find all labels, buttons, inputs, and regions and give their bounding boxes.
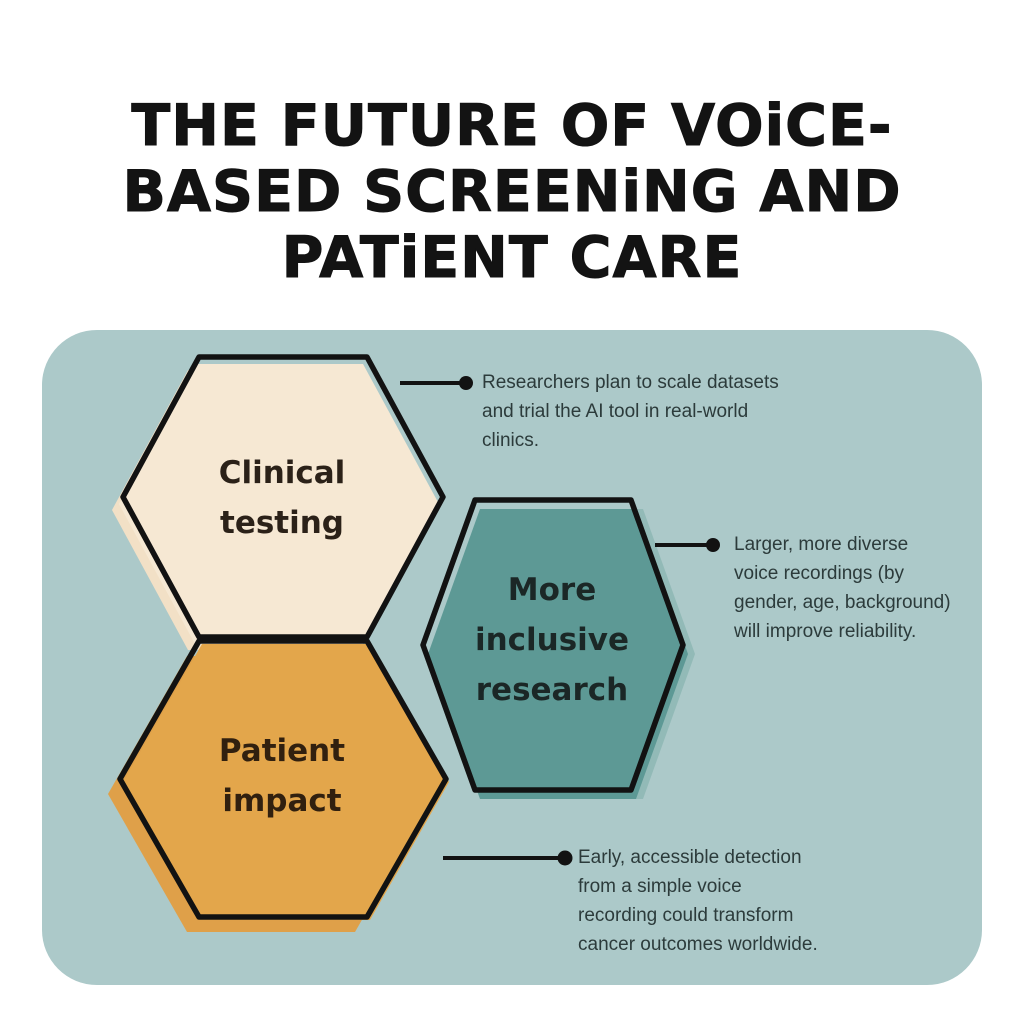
clinical-hexagon-fill xyxy=(119,364,439,644)
connector-dot-clinical xyxy=(459,376,473,390)
hexagon-patient-impact xyxy=(108,638,449,932)
hexagon-clinical-testing xyxy=(112,354,446,650)
research-hexagon-outline xyxy=(420,497,686,793)
patient-hexagon-outline xyxy=(117,638,449,920)
annotation-patient-impact: Early, accessible detection from a simpl… xyxy=(578,847,818,955)
connector-dot-patient xyxy=(557,850,573,866)
hexagon-label-patient-impact: Patient impact xyxy=(218,733,346,819)
content-panel xyxy=(42,330,982,985)
annotation-more-inclusive-research: Larger, more diverse voice recordings (b… xyxy=(734,534,951,642)
patient-hexagon-fill xyxy=(123,644,449,920)
connector-dot-research xyxy=(706,538,720,552)
research-hexagon-fill xyxy=(428,509,688,799)
hexagon-label-more-inclusive-research: More inclusive research xyxy=(474,572,630,708)
hexagon-diagram xyxy=(108,354,720,932)
hexagon-more-inclusive-research xyxy=(420,497,695,799)
annotation-clinical-testing: Researchers plan to scale datasets and t… xyxy=(482,372,779,451)
clinical-hexagon-outline xyxy=(120,354,446,640)
page-title: THE FUTURE OF VOiCE- BASED SCREENiNG AND… xyxy=(122,93,902,292)
hexagon-label-clinical-testing: Clinical testing xyxy=(218,455,346,541)
